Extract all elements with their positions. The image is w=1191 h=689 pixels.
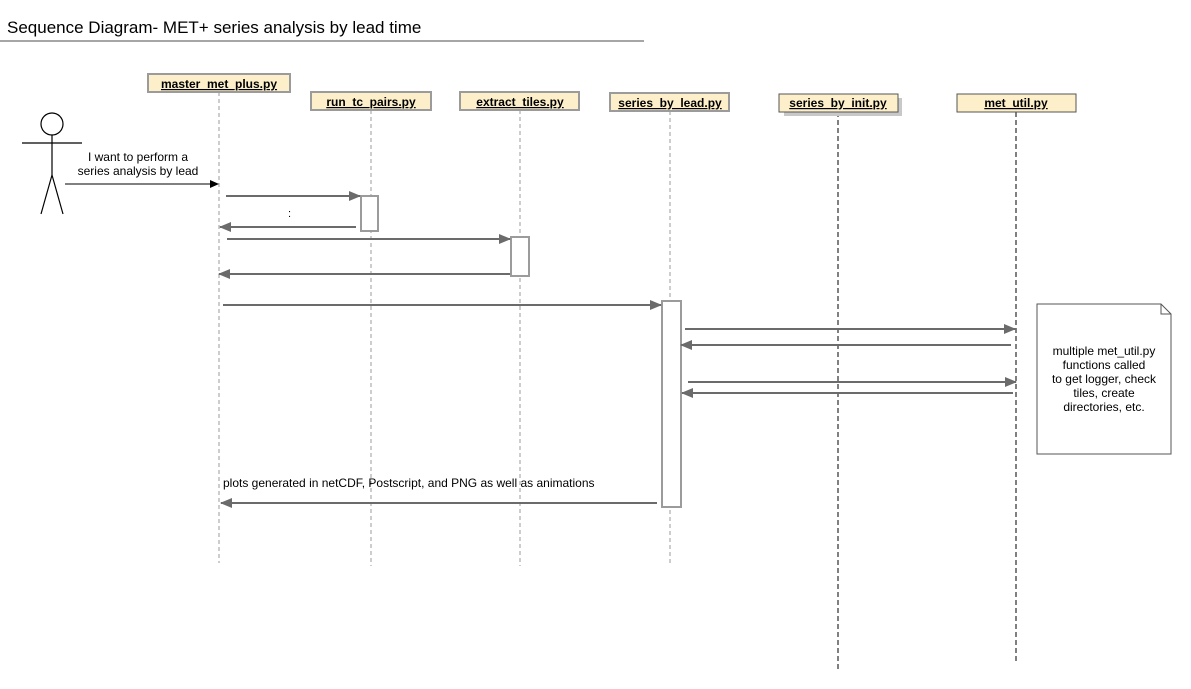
page-title: Sequence Diagram- MET+ series analysis b… [7,18,422,37]
participant-master: master_met_plus.py [147,73,291,93]
activation-tcpairs [360,195,379,232]
actor-message-line-2: series analysis by lead [78,164,199,178]
participant-lead: series_by_lead.py [609,92,730,112]
participant-label: series_by_init.py [789,96,887,110]
note-line-3: to get logger, check [1052,372,1157,386]
note-line-5: directories, etc. [1063,400,1144,414]
participant-label: series_by_lead.py [618,96,722,110]
note-line-2: functions called [1063,358,1146,372]
participant-tcpairs: run_tc_pairs.py [310,91,432,111]
participant-label: extract_tiles.py [476,95,564,109]
participant-label: run_tc_pairs.py [326,95,416,109]
note-line-4: tiles, create [1073,386,1135,400]
activation-lead [661,300,682,508]
participant-label: master_met_plus.py [161,77,277,91]
note-line-1: multiple met_util.py [1053,344,1156,358]
title-underline [0,40,644,42]
plots-message-label: plots generated in netCDF, Postscript, a… [223,476,595,490]
actor-message-line-1: I want to perform a [88,150,188,164]
participant-extract: extract_tiles.py [459,91,580,111]
participant-label: met_util.py [984,96,1048,110]
participant-init: series_by_init.py [778,93,902,116]
activation-extract [510,236,530,277]
participant-util: met_util.py [956,93,1077,113]
note-met-util: multiple met_util.py functions called to… [1036,303,1172,455]
colon-mark: : [288,208,291,220]
actor-figure [22,112,82,215]
